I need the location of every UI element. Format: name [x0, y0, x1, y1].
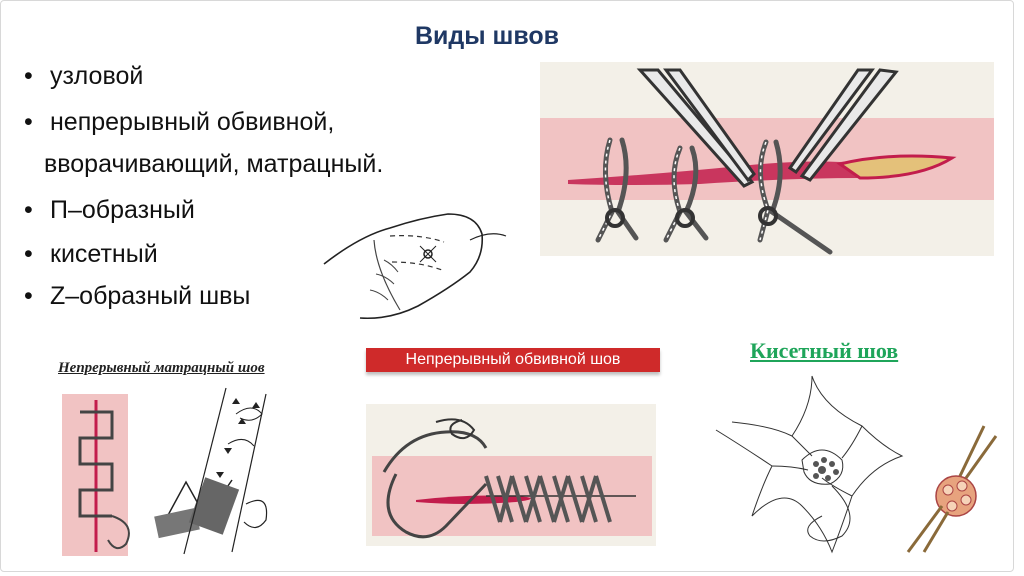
bullet: •	[24, 240, 33, 268]
list-item: •кисетный	[24, 240, 158, 268]
overcast-suture-caption: Непрерывный обвивной шов	[366, 348, 660, 372]
list-item-continuation: вворачивающий, матрацный.	[44, 150, 384, 178]
bullet: •	[24, 62, 33, 90]
bullet: •	[24, 282, 33, 310]
list-item: •Z–образный швы	[24, 282, 251, 310]
bullet: •	[24, 196, 33, 224]
list-item: •П–образный	[24, 196, 195, 224]
slide-title: Виды швов	[414, 22, 560, 50]
finger-suture-illustration	[320, 200, 510, 326]
list-item: •непрерывный обвивной,	[24, 108, 335, 136]
interrupted-suture-illustration	[540, 62, 994, 256]
overcast-suture-illustration	[366, 404, 656, 546]
purse-string-suture-illustration	[712, 366, 1002, 556]
mattress-suture-illustration	[56, 384, 288, 560]
mattress-suture-caption: Непрерывный матрацный шов	[58, 360, 265, 376]
bullet: •	[24, 108, 33, 136]
purse-string-suture-caption: Кисетный шов	[750, 338, 899, 363]
list-item: •узловой	[24, 62, 144, 90]
